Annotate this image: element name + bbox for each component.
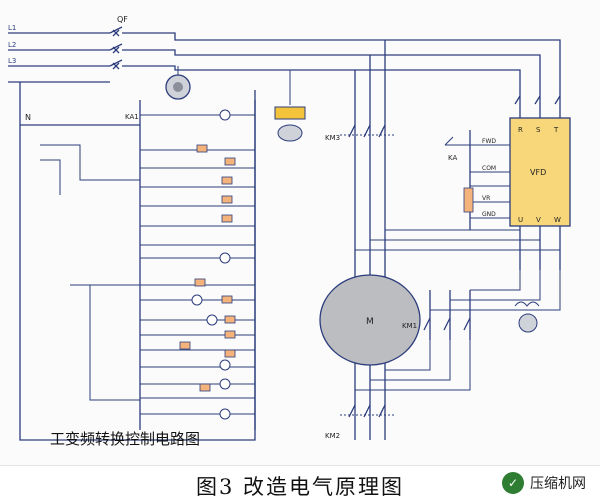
- ka1-label: KA1: [125, 113, 139, 121]
- phase-l3-label: L3: [8, 57, 16, 65]
- km3-label: KM3: [325, 134, 340, 142]
- watermark: ✓ 压缩机网: [502, 472, 586, 494]
- pilot-lamp: [274, 70, 306, 142]
- main-motor: M: [319, 274, 421, 366]
- vfd-label: VFD: [530, 168, 546, 177]
- com-label: COM: [482, 165, 496, 172]
- km2-label: KM2: [325, 432, 340, 440]
- circuit-diagram: L1 L2 L3 QF N: [0, 15, 600, 466]
- figure-caption: 图3 改造电气原理图: [195, 474, 405, 499]
- phase-l2-label: L2: [8, 41, 16, 49]
- vfd-w-label: W: [554, 216, 561, 224]
- cooling-fan: [514, 301, 540, 333]
- vfd-r-label: R: [518, 126, 523, 134]
- qf-breaker: QF: [109, 15, 128, 70]
- phase-l1-label: L1: [8, 24, 16, 32]
- control-ladder: KA1: [40, 100, 256, 430]
- neutral-label: N: [25, 113, 31, 122]
- vfd-control-terminals: FWD COM VR GND KA: [444, 130, 510, 230]
- vfd-block: VFD R S T U V W: [509, 95, 571, 270]
- ka-label: KA: [448, 154, 457, 162]
- vfd-v-label: V: [536, 216, 541, 224]
- km1-contactor: KM1: [355, 270, 561, 391]
- vr-label: VR: [482, 195, 490, 202]
- inner-caption: 工变频转换控制电路图: [50, 430, 201, 448]
- km1-label: KM1: [402, 322, 417, 330]
- fwd-label: FWD: [482, 138, 496, 145]
- motor-label: M: [366, 317, 374, 327]
- wechat-icon: ✓: [502, 472, 524, 494]
- vfd-u-label: U: [518, 216, 523, 224]
- supply-lines: L1 L2 L3: [8, 24, 561, 100]
- gnd-label: GND: [482, 211, 496, 218]
- qf-label: QF: [117, 15, 128, 24]
- vfd-t-label: T: [553, 126, 559, 134]
- watermark-text: 压缩机网: [530, 476, 586, 492]
- vfd-s-label: S: [536, 126, 541, 134]
- fan-motor: [165, 66, 191, 100]
